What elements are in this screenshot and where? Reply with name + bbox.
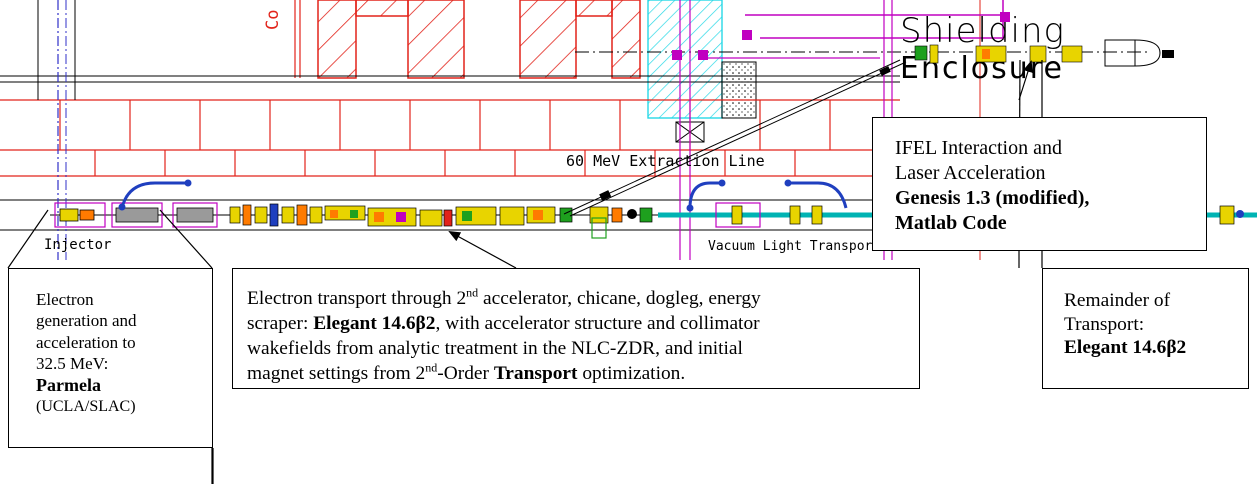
remainder-code: Elegant 14.6β2 [1064,337,1187,359]
remainder-line1: Remainder of [1064,290,1171,311]
transport-text-2: accelerator, chicane, dogleg, energy [478,288,761,309]
transport-text-4: , with accelerator structure and collima… [435,313,760,335]
electron-gen-affiliation: (UCLA/SLAC) [36,397,136,415]
injector-label: Injector [44,237,111,253]
remainder-line2: Transport: [1064,313,1145,335]
tunnel-lines [0,75,900,231]
transport-sup-2: nd [425,360,438,375]
ifel-box: IFEL Interaction and Laser Acceleration … [872,117,1207,251]
ifel-line2: Laser Acceleration [895,162,1046,184]
transport-code-elegant: Elegant 14.6β2 [313,313,436,335]
transport-sup-1: nd [466,285,479,300]
ifel-code1: Genesis 1.3 (modified), [895,187,1090,209]
transport-text-5: wakefields from analytic treatment in th… [247,338,743,360]
electron-gen-line1: Electron [36,290,94,309]
transport-text-7: -Order [437,363,494,385]
transport-code-transport: Transport [493,363,578,385]
transport-text-8: optimization. [577,363,686,385]
concrete-walls [294,0,641,79]
ifel-code2: Matlab Code [895,212,1007,234]
remainder-box: Remainder of Transport: Elegant 14.6β2 [1042,268,1249,389]
extraction-line-label: 60 MeV Extraction Line [566,152,765,170]
electron-gen-line4: 32.5 MeV: [36,353,109,373]
vacuum-label: Vacuum Light Transport [708,239,880,254]
brick-pattern [59,100,831,176]
cyan-hatched-region [647,0,757,143]
electron-gen-line3: acceleration to [36,332,136,352]
transport-text-3: scraper: [247,313,314,335]
corner-label: Co [263,10,283,30]
ifel-line1: IFEL Interaction and [895,137,1062,159]
transport-text-6: magnet settings from 2 [247,363,426,385]
electron-gen-code: Parmela [36,375,101,395]
transport-text-1: Electron transport through 2 [247,288,467,309]
electron-generation-box: Electron generation and acceleration to … [8,268,213,448]
electron-gen-line2: generation and [36,311,137,331]
electron-transport-box: Electron transport through 2nd accelerat… [232,268,920,389]
enclosure-label-line1: Shielding [900,11,1065,51]
